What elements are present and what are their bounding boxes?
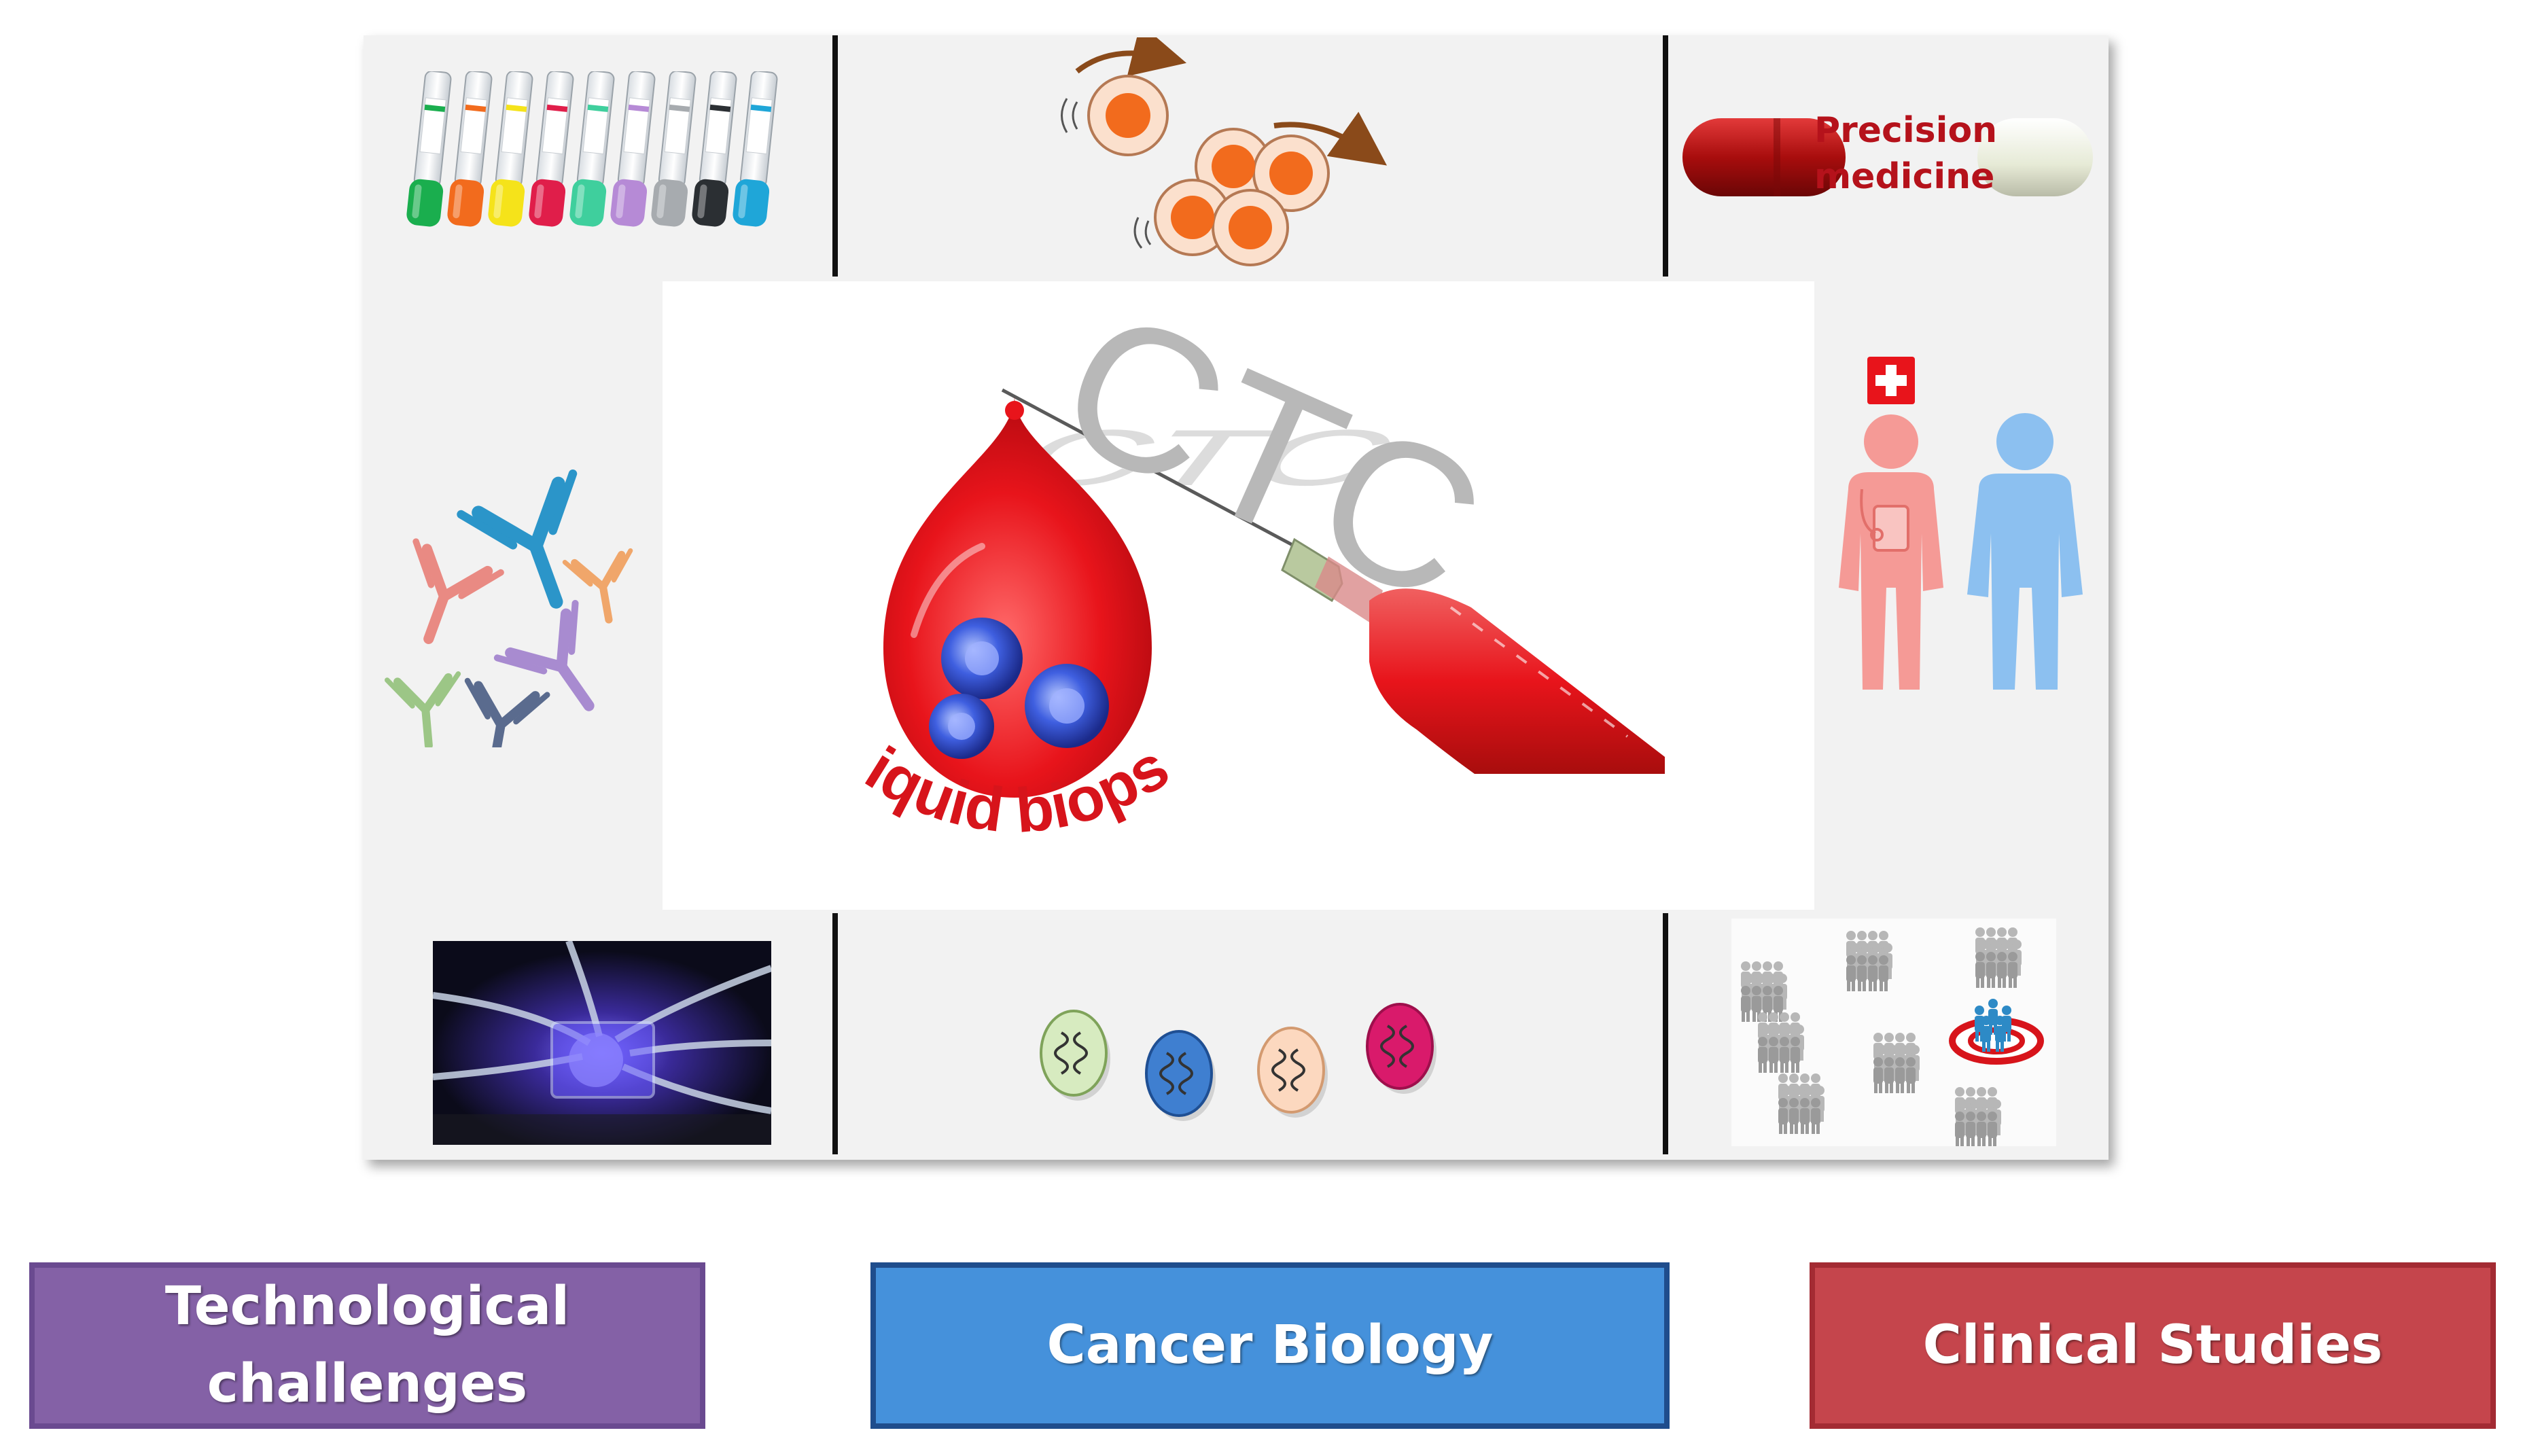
crowd-group xyxy=(1873,1033,1920,1093)
blood-tube xyxy=(447,71,493,227)
antibody xyxy=(385,671,461,747)
blood-tube xyxy=(488,71,533,227)
crowd-group xyxy=(1955,1087,2001,1146)
antibody xyxy=(464,677,550,747)
liquid-biopsy-card: CTC xyxy=(663,264,1814,910)
blood-drop-icon xyxy=(883,397,1152,798)
blood-tube xyxy=(569,71,615,227)
cancer-biology-box: Cancer Biology xyxy=(870,1262,1670,1429)
crowd-group xyxy=(1758,1012,1804,1073)
clinical-studies-box: Clinical Studies xyxy=(1810,1262,2496,1429)
antibodies-icon xyxy=(384,448,656,747)
blood-tube xyxy=(529,71,574,227)
population-target-icon xyxy=(1731,919,2056,1146)
blood-tube xyxy=(406,71,452,227)
target-group xyxy=(1975,999,2011,1052)
antibody xyxy=(493,599,595,711)
doctor-patient-icon xyxy=(1821,350,2106,696)
dna-cell xyxy=(1145,1030,1216,1121)
antibody xyxy=(457,469,578,609)
dividing-cells-icon xyxy=(1050,37,1390,268)
divider-bottom-right xyxy=(1663,913,1668,1154)
crowd-group xyxy=(1741,961,1787,1022)
pill-capsule-icon xyxy=(1678,109,2096,207)
dna-cell xyxy=(1040,1010,1110,1101)
antibody xyxy=(562,548,633,624)
dna-cells-icon xyxy=(1033,992,1441,1128)
divider-bottom-left xyxy=(832,913,838,1154)
blood-tube xyxy=(733,71,778,227)
divider-top-left xyxy=(832,35,838,277)
syringe-icon xyxy=(1001,388,1665,774)
antibody xyxy=(412,538,504,644)
microfluidic-chip-icon xyxy=(433,941,771,1145)
crowd-group xyxy=(1846,931,1892,991)
crowd-group xyxy=(1975,927,2022,988)
blood-tube xyxy=(651,71,697,227)
blood-tubes-icon xyxy=(401,71,792,241)
blood-tube xyxy=(610,71,656,227)
crowd-group xyxy=(1778,1073,1824,1134)
technological-challenges-box: Technological challenges xyxy=(29,1262,705,1429)
blood-tube xyxy=(692,71,737,227)
precision-medicine-label: Precision medicine xyxy=(1814,110,1998,197)
dna-cell xyxy=(1366,1003,1436,1094)
dna-cell xyxy=(1257,1027,1328,1118)
divider-top-right xyxy=(1663,35,1668,277)
